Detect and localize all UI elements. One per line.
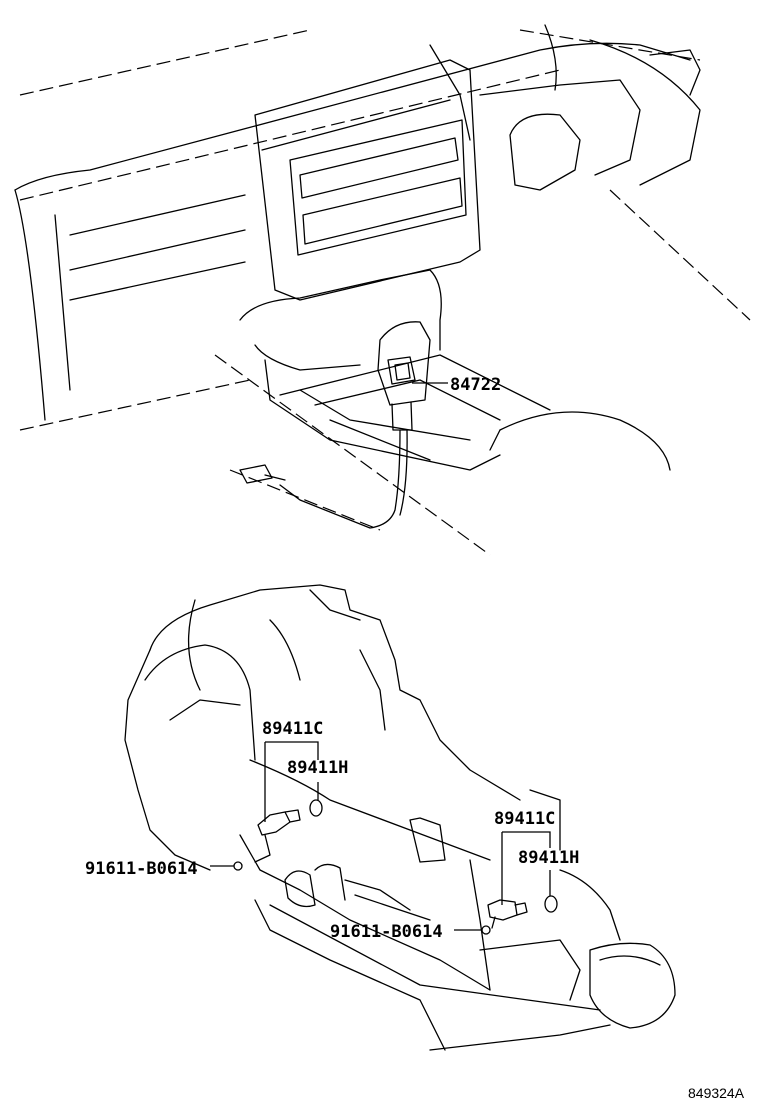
right-speed-sensor [481,895,558,935]
callout-84722: 84722 [450,375,501,395]
callout-89411c-left: 89411C [262,719,323,739]
figure-reference-number: 849324A [688,1085,745,1101]
transmission-illustration [124,584,676,1051]
leader-lines [210,382,551,931]
dashboard-illustration [14,24,751,556]
callout-89411h-left: 89411H [287,758,348,778]
left-speed-sensor [233,799,323,871]
callout-89411c-right: 89411C [494,809,555,829]
callout-bolt-right: 91611-B0614 [330,922,443,942]
callout-bolt-left: 91611-B0614 [85,859,198,879]
callout-89411h-right: 89411H [518,848,579,868]
